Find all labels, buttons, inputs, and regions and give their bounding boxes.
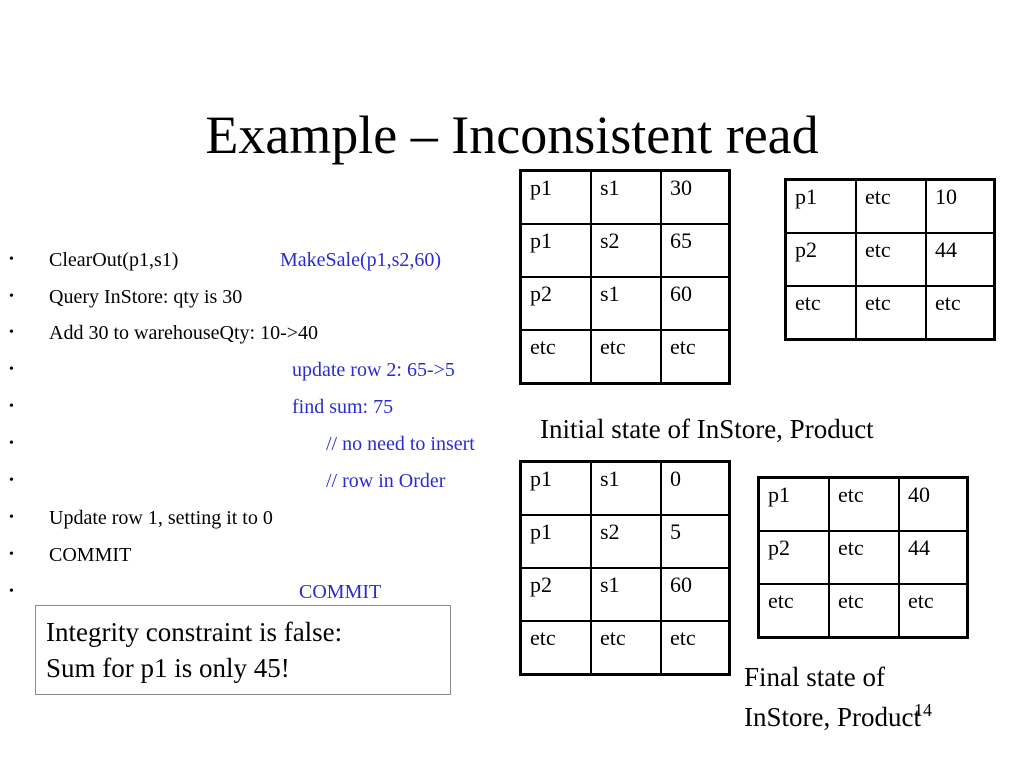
bullet-item: • update row 2: 65->5: [0, 355, 520, 385]
table-cell: etc: [855, 285, 927, 341]
final-state-caption-line2: InStore, Product: [744, 702, 921, 732]
table-cell: etc: [519, 329, 592, 385]
final-state-caption-line1: Final state of: [744, 662, 885, 692]
table-cell: etc: [519, 620, 592, 676]
bullet-marker: •: [9, 547, 14, 562]
table-cell: p1: [784, 178, 857, 234]
bullet-item: • Query InStore: qty is 30: [0, 282, 520, 312]
bullet-marker: •: [9, 362, 14, 377]
table-cell: etc: [757, 583, 830, 639]
table-cell: etc: [828, 530, 900, 585]
table-cell: p2: [519, 276, 592, 331]
bullet-right-text: COMMIT: [299, 581, 382, 603]
table-cell: 44: [925, 232, 996, 287]
bullet-item: • ClearOut(p1,s1) MakeSale(p1,s2,60): [0, 245, 520, 275]
bullet-item: • // no need to insert: [0, 429, 520, 459]
integrity-callout: Integrity constraint is false: Sum for p…: [35, 605, 451, 695]
bullet-marker: •: [9, 584, 14, 599]
table-cell: etc: [590, 620, 662, 676]
table-cell: etc: [855, 232, 927, 287]
bullet-left-text: ClearOut(p1,s1): [49, 249, 179, 271]
table-cell: s1: [590, 567, 662, 622]
bullet-right-text: find sum: 75: [292, 396, 394, 418]
slide-title: Example – Inconsistent read: [205, 105, 819, 165]
table-cell: 0: [660, 460, 731, 516]
bullet-left-text: Update row 1, setting it to 0: [49, 507, 273, 529]
bullet-item: • COMMIT: [0, 577, 520, 607]
table-cell: p1: [519, 169, 592, 225]
bullet-marker: •: [9, 436, 14, 451]
table-cell: etc: [660, 620, 731, 676]
bullet-right-text: // row in Order: [326, 470, 446, 492]
table-cell: 5: [660, 514, 731, 569]
bullet-item: • Add 30 to warehouseQty: 10->40: [0, 318, 520, 348]
table-cell: p1: [757, 476, 830, 532]
bullet-marker: •: [9, 289, 14, 304]
bullet-marker: •: [9, 399, 14, 414]
bullet-left-text: COMMIT: [49, 544, 132, 566]
bullet-marker: •: [9, 510, 14, 525]
table-cell: 44: [898, 530, 969, 585]
bullet-left-text: Query InStore: qty is 30: [49, 286, 243, 308]
bullet-item: • // row in Order: [0, 466, 520, 496]
bullet-right-text: MakeSale(p1,s2,60): [280, 249, 442, 271]
callout-line-1: Integrity constraint is false:: [46, 617, 343, 647]
table-cell: etc: [590, 329, 662, 385]
table-cell: 60: [660, 276, 731, 331]
bullet-marker: •: [9, 252, 14, 267]
table-cell: p2: [757, 530, 830, 585]
page-number: 14: [914, 700, 932, 720]
bullet-item: • Update row 1, setting it to 0: [0, 503, 520, 533]
table-cell: etc: [925, 285, 996, 341]
callout-line-2: Sum for p1 is only 45!: [46, 653, 290, 683]
table-cell: p1: [519, 460, 592, 516]
table-cell: etc: [660, 329, 731, 385]
table-cell: s2: [590, 514, 662, 569]
table-cell: etc: [828, 583, 900, 639]
table-cell: etc: [828, 476, 900, 532]
bullet-marker: •: [9, 473, 14, 488]
table-cell: s1: [590, 276, 662, 331]
initial-state-caption: Initial state of InStore, Product: [540, 414, 874, 444]
table-cell: etc: [855, 178, 927, 234]
bullet-right-text: update row 2: 65->5: [292, 359, 455, 381]
bullet-right-text: // no need to insert: [326, 433, 475, 455]
table-cell: etc: [784, 285, 857, 341]
table-cell: 60: [660, 567, 731, 622]
table-cell: p2: [519, 567, 592, 622]
bullet-item: • find sum: 75: [0, 392, 520, 422]
table-cell: s1: [590, 460, 662, 516]
table-cell: 30: [660, 169, 731, 225]
table-cell: 65: [660, 223, 731, 278]
table-cell: s1: [590, 169, 662, 225]
table-cell: etc: [898, 583, 969, 639]
table-cell: p2: [784, 232, 857, 287]
table-cell: 40: [898, 476, 969, 532]
bullet-left-text: Add 30 to warehouseQty: 10->40: [49, 322, 319, 344]
bullet-marker: •: [9, 325, 14, 340]
table-cell: p1: [519, 223, 592, 278]
table-cell: p1: [519, 514, 592, 569]
bullet-item: • COMMIT: [0, 540, 520, 570]
table-cell: 10: [925, 178, 996, 234]
table-cell: s2: [590, 223, 662, 278]
